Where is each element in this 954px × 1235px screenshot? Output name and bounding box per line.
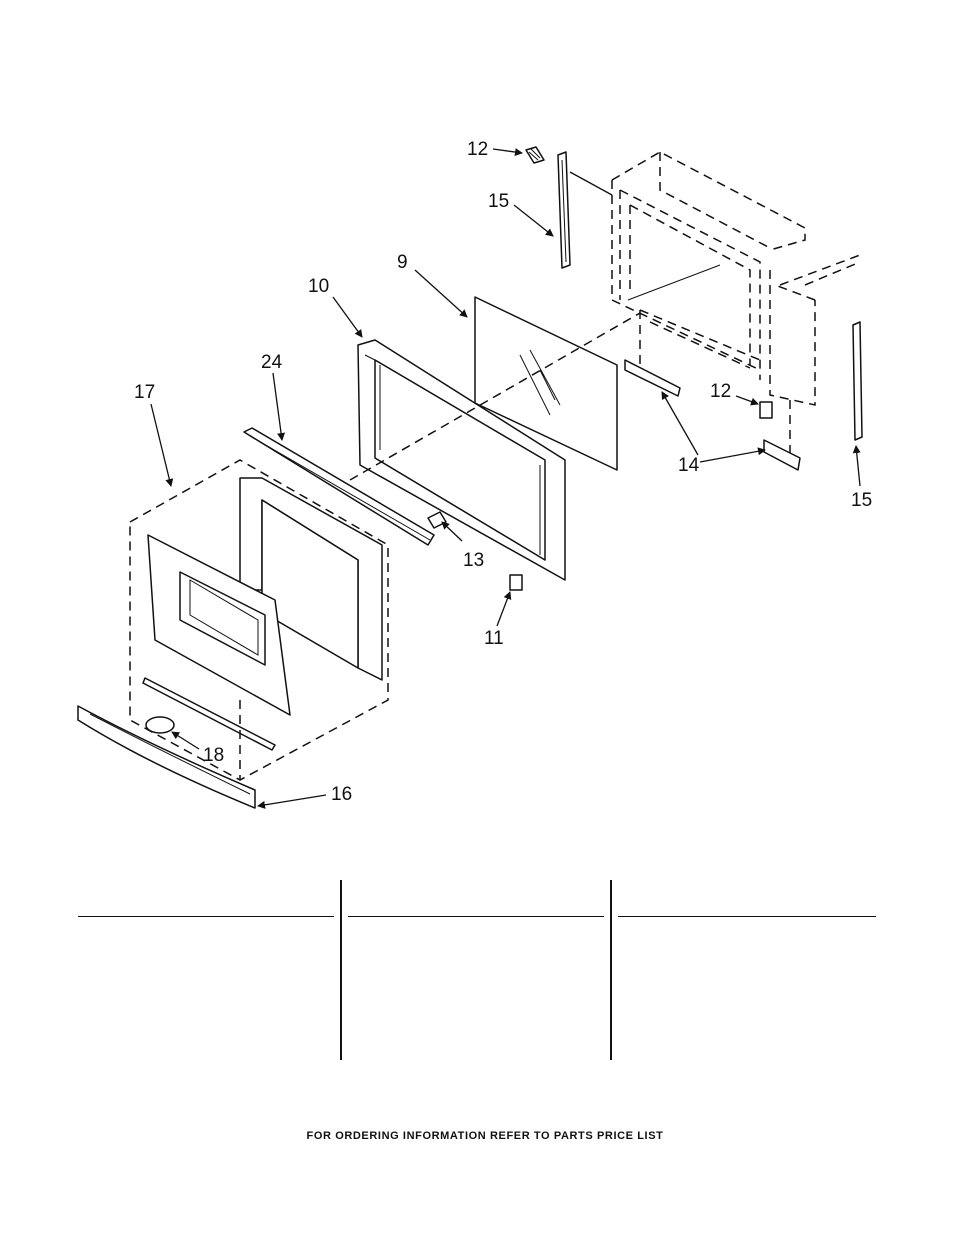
table-divider-left — [340, 880, 342, 1060]
part-13-screw — [427, 511, 447, 529]
callout-11: 11 — [484, 628, 504, 649]
exploded-parts-diagram: 12 15 9 10 24 17 12 14 15 13 11 18 16 — [77, 139, 872, 809]
callout-leaders — [150, 148, 861, 809]
part-17-outer-door-assembly — [129, 459, 389, 781]
callout-13: 13 — [463, 550, 484, 571]
part-12-upper-screw — [525, 146, 545, 164]
callout-16: 16 — [331, 784, 352, 805]
ordering-info-footer: FOR ORDERING INFORMATION REFER TO PARTS … — [306, 1130, 664, 1142]
part-10-inner-door-frame — [357, 339, 566, 581]
table-header-rule-1 — [78, 916, 334, 917]
callout-14: 14 — [678, 455, 700, 476]
callout-10: 10 — [308, 276, 329, 297]
part-9-glass-panel — [474, 296, 618, 471]
part-14-hinge-brackets — [624, 359, 801, 471]
part-11-screw — [509, 574, 523, 591]
part-15-lower-strip — [852, 321, 863, 441]
table-header-rule-3 — [618, 916, 876, 917]
table-header-rule-2 — [348, 916, 604, 917]
callout-12-lower: 12 — [710, 381, 731, 402]
callout-18: 18 — [203, 745, 224, 766]
part-24-door-strip — [243, 427, 435, 546]
callout-12-upper: 12 — [467, 139, 488, 160]
part-16-door-handle — [77, 705, 256, 809]
callout-17: 17 — [134, 382, 155, 403]
callout-24: 24 — [261, 352, 283, 373]
callout-15-lower: 15 — [851, 490, 872, 511]
part-12-lower-screw — [759, 401, 773, 419]
part-15-upper-strip — [557, 151, 613, 269]
oven-cabinet-outline — [611, 151, 861, 460]
table-divider-right — [610, 880, 612, 1060]
callout-15-upper: 15 — [488, 191, 509, 212]
assembly-axis-lines — [239, 264, 721, 780]
callout-9: 9 — [397, 252, 408, 273]
